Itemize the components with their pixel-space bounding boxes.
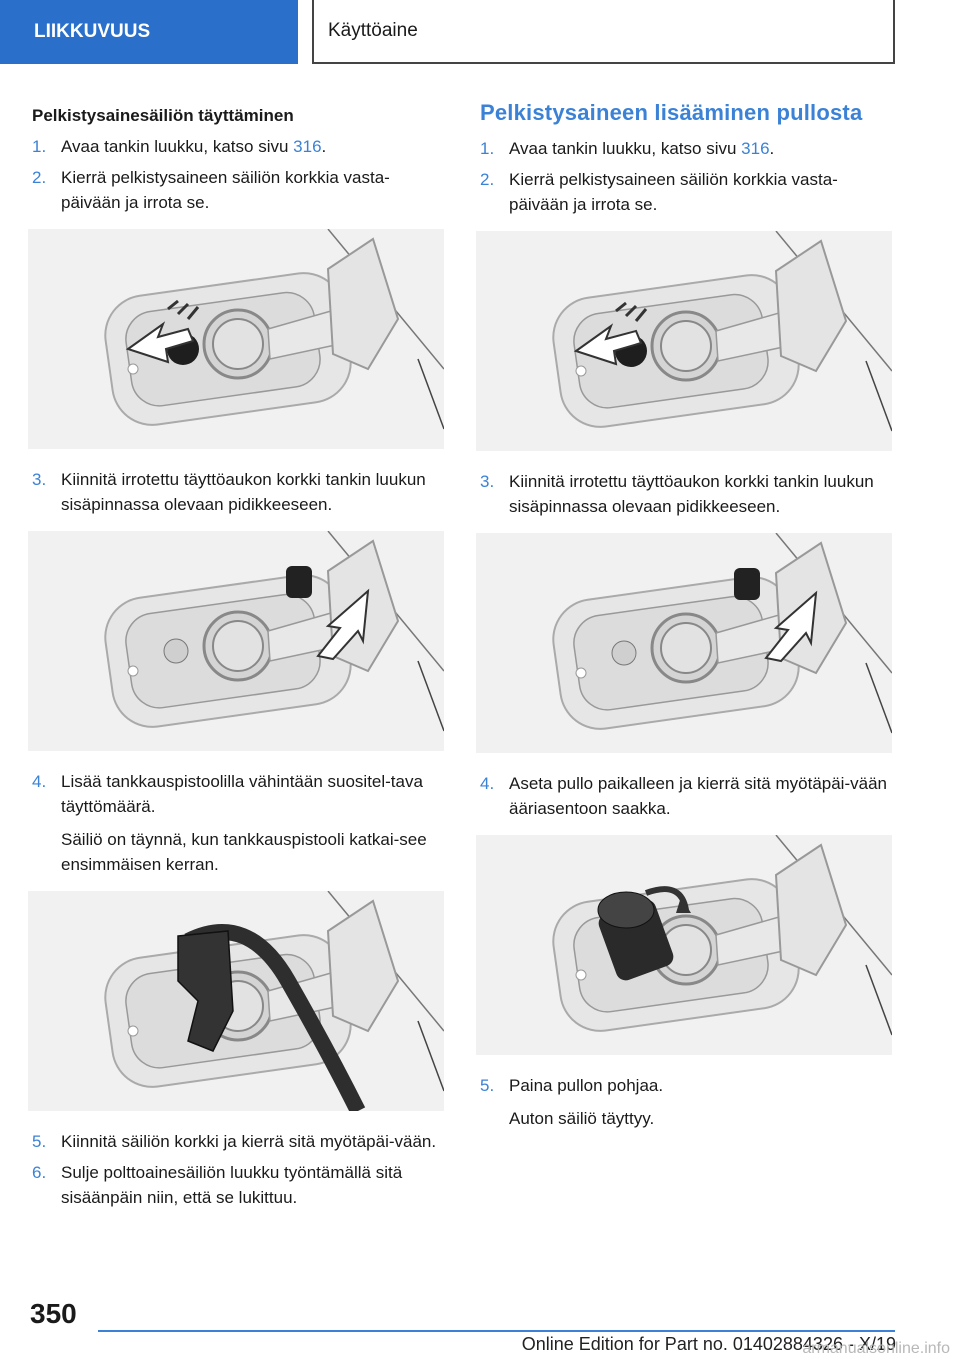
list-item: 4. Aseta pullo paikalleen ja kierrä sitä… [476, 771, 892, 821]
illustration-remove-cap [476, 231, 892, 451]
list-item: 2. Kierrä pelkistysaineen säiliön korkki… [476, 167, 892, 217]
footer-divider [98, 1330, 895, 1332]
right-column: Pelkistysaineen lisääminen pullosta 1. A… [476, 100, 892, 1137]
list-item: 2. Kierrä pelkistysaineen säiliön korkki… [28, 165, 444, 215]
list-item: 3. Kiinnitä irrotettu täyttöaukon korkki… [28, 467, 444, 517]
step-number: 1. [480, 139, 495, 158]
section-subheading: Pelkistysainesäiliön täyttäminen [32, 106, 294, 125]
step-number: 2. [480, 170, 495, 189]
list-item: 6. Sulje polttoainesäiliön luukku työntä… [28, 1160, 444, 1210]
step-text: Kiinnitä irrotettu täyttöaukon korkki ta… [61, 470, 426, 514]
step-text: Kierrä pelkistysaineen säiliön korkkia v… [509, 170, 838, 214]
list-item: 1. Avaa tankin luukku, katso sivu 316. [28, 134, 444, 159]
step-number: 1. [32, 137, 47, 156]
list-item: 4. Lisää tankkauspistoolilla vähintään s… [28, 769, 444, 877]
step-text-end: . [321, 137, 327, 156]
step-note: Auton säiliö täyttyy. [509, 1109, 655, 1128]
page-link[interactable]: 316 [741, 139, 770, 158]
chapter-title: Käyttöaine [312, 0, 895, 64]
watermark: armanualsonline.info [802, 1340, 950, 1357]
step-text: Lisää tankkauspistoolilla vähintään suos… [61, 772, 423, 816]
step-number: 2. [32, 168, 47, 187]
step-text: Kierrä pelkistysaineen säiliön korkkia v… [61, 168, 390, 212]
step-text: Aseta pullo paikalleen ja kierrä sitä my… [509, 774, 887, 818]
step-number: 4. [32, 772, 47, 791]
list-item: 5. Paina pullon pohjaa. Auton säiliö täy… [476, 1073, 892, 1131]
illustration-attach-cap [28, 531, 444, 751]
step-number: 6. [32, 1163, 47, 1182]
left-column: Pelkistysainesäiliön täyttäminen 1. Avaa… [28, 100, 444, 1216]
step-text: Kiinnitä irrotettu täyttöaukon korkki ta… [509, 472, 874, 516]
step-number: 5. [32, 1132, 47, 1151]
section-heading: Pelkistysaineen lisääminen pullosta [480, 100, 863, 125]
step-note: Säiliö on täynnä, kun tankkauspistooli k… [61, 830, 427, 874]
step-text: Avaa tankin luukku, katso sivu [61, 137, 294, 156]
list-item: 5. Kiinnitä säiliön korkki ja kierrä sit… [28, 1129, 444, 1154]
step-number: 5. [480, 1076, 495, 1095]
step-text: Avaa tankin luukku, katso sivu [509, 139, 742, 158]
illustration-remove-cap [28, 229, 444, 449]
step-text: Kiinnitä säiliön korkki ja kierrä sitä m… [61, 1132, 437, 1151]
step-text: Sulje polttoainesäiliön luukku työntämäl… [61, 1163, 403, 1207]
illustration-fill-nozzle [28, 891, 444, 1111]
list-item: 3. Kiinnitä irrotettu täyttöaukon korkki… [476, 469, 892, 519]
section-tab[interactable]: LIIKKUVUUS [0, 0, 298, 64]
page-link[interactable]: 316 [293, 137, 322, 156]
footer-edition: Online Edition for Part no. 01402884326 … [521, 1334, 896, 1354]
step-text-end: . [769, 139, 775, 158]
step-text: Paina pullon pohjaa. [509, 1076, 664, 1095]
illustration-attach-cap [476, 533, 892, 753]
step-number: 3. [32, 470, 47, 489]
step-number: 4. [480, 774, 495, 793]
list-item: 1. Avaa tankin luukku, katso sivu 316. [476, 136, 892, 161]
illustration-insert-bottle [476, 835, 892, 1055]
step-number: 3. [480, 472, 495, 491]
page-number: 350 [30, 1298, 77, 1329]
